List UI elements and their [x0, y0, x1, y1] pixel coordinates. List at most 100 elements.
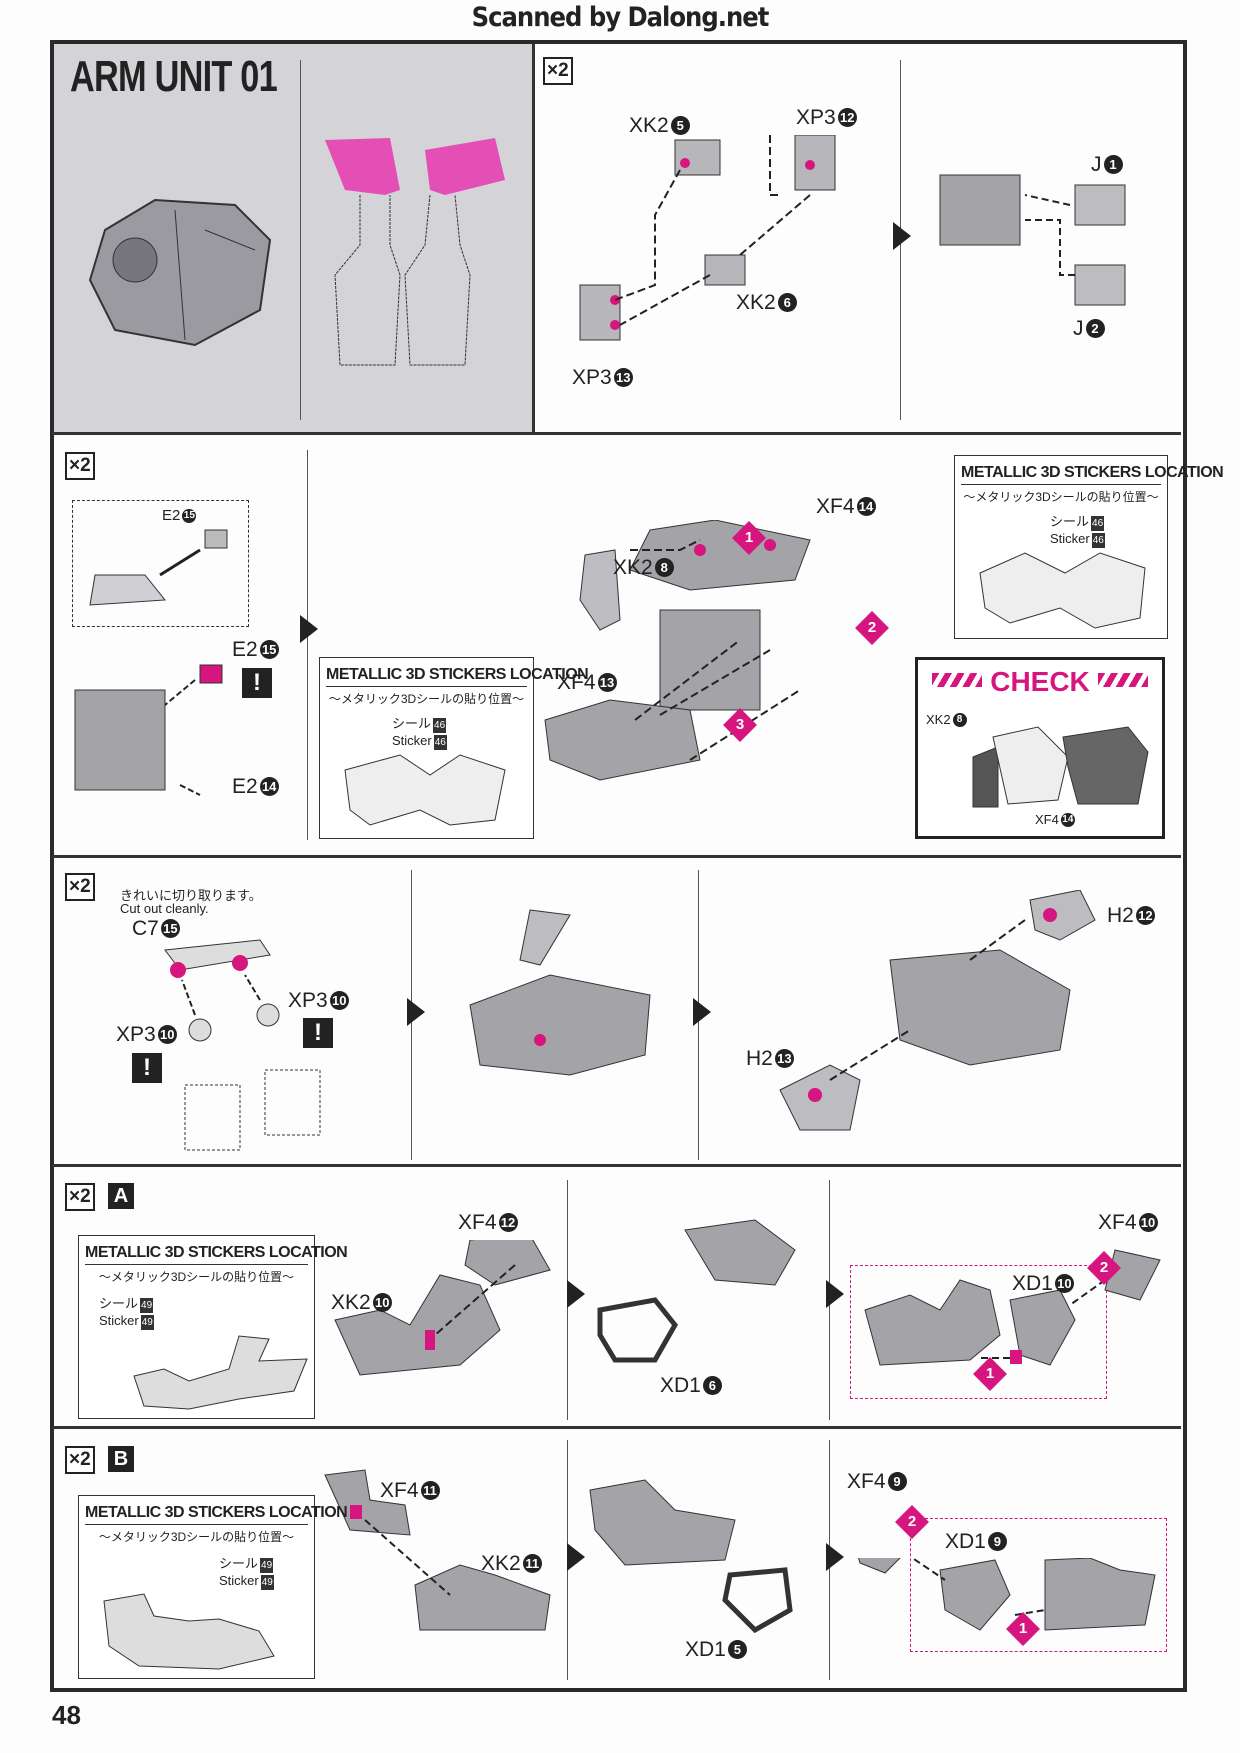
- row-divider: [52, 1164, 1181, 1167]
- assembly-diagram: [579, 135, 836, 341]
- stripe-decoration: [1097, 673, 1148, 687]
- step-marker: 1: [732, 521, 766, 555]
- next-step-arrow: [826, 1280, 844, 1308]
- xf4-xk2-diagram: [324, 1469, 551, 1631]
- sticker-location-box: METALLIC 3D STICKERS LOCATION 〜メタリック3Dシー…: [78, 1495, 348, 1679]
- step-marker: 1: [973, 1357, 1007, 1391]
- sticker-location-subtitle: 〜メタリック3Dシールの貼り位置〜: [328, 692, 525, 706]
- detail-inset: [910, 1518, 1167, 1652]
- row-divider: [52, 855, 1181, 858]
- sticker-location-box: METALLIC 3D STICKERS LOCATION 〜メタリック3Dシー…: [954, 455, 1224, 639]
- quantity-badge: ×2: [65, 452, 95, 480]
- check-illustration: [972, 726, 1149, 808]
- caution-icon: !: [132, 1053, 162, 1083]
- variant-badge: B: [108, 1446, 134, 1472]
- xd1-diagram: [589, 1479, 793, 1634]
- final-assembly-diagram: [864, 1249, 1161, 1366]
- next-step-arrow: [826, 1543, 844, 1571]
- step-marker: 3: [723, 708, 757, 742]
- row-divider: [52, 1426, 1181, 1429]
- next-step-arrow: [300, 615, 318, 643]
- final-assembly-diagram: [858, 1558, 1156, 1631]
- step-marker: 1: [1006, 1612, 1040, 1646]
- sticker-location-box: METALLIC 3D STICKERS LOCATION 〜メタリック3Dシー…: [319, 657, 589, 839]
- page-frame: [50, 40, 1187, 1692]
- stripe-decoration: [932, 673, 983, 687]
- row-divider: [52, 432, 1181, 435]
- assembly-result: [469, 909, 651, 1076]
- variant-badge: A: [108, 1183, 134, 1209]
- sticker-location-subtitle: 〜メタリック3Dシールの貼り位置〜: [963, 490, 1159, 504]
- next-step-arrow: [567, 1543, 585, 1571]
- scan-credit: Scanned by Dalong.net: [471, 2, 770, 33]
- sticker-location-title: METALLIC 3D STICKERS LOCATION: [961, 464, 1224, 485]
- assembly-result: [939, 174, 1126, 306]
- quantity-badge: ×2: [65, 1446, 95, 1474]
- xk2-xf4-diagram: [334, 1240, 551, 1376]
- next-step-arrow: [893, 222, 911, 250]
- h2-assembly-diagram: [779, 890, 1096, 1131]
- part-illustration: [103, 1593, 275, 1670]
- caution-icon: !: [242, 668, 272, 698]
- sticker-sheet-illustration: [325, 138, 505, 366]
- sticker-location-title: METALLIC 3D STICKERS LOCATION: [326, 666, 589, 687]
- panel-divider: [300, 60, 301, 420]
- panel-divider: [307, 450, 308, 840]
- sticker-location-subtitle: 〜メタリック3Dシールの貼り位置〜: [98, 1530, 295, 1544]
- page-number: 48: [52, 1700, 81, 1730]
- sticker-location-box: METALLIC 3D STICKERS LOCATION 〜メタリック3Dシー…: [78, 1235, 348, 1419]
- next-step-arrow: [407, 998, 425, 1026]
- part-illustration: [979, 552, 1146, 629]
- next-step-arrow: [693, 998, 711, 1026]
- e2-assembly-diagram: [74, 529, 228, 796]
- part-illustration: [133, 1335, 308, 1410]
- step-marker: 2: [1087, 1251, 1121, 1285]
- arm-assembly-diagram: [544, 520, 811, 781]
- detail-inset: [850, 1265, 1107, 1399]
- arm-unit-illustration: [88, 198, 272, 347]
- part-illustration: [344, 754, 506, 826]
- step-marker: 2: [895, 1505, 929, 1539]
- quantity-badge: ×2: [543, 57, 573, 85]
- sticker-location-subtitle: 〜メタリック3Dシールの貼り位置〜: [98, 1270, 295, 1284]
- caution-icon: !: [303, 1018, 333, 1048]
- quantity-badge: ×2: [65, 873, 95, 901]
- quantity-badge: ×2: [65, 1183, 95, 1211]
- note-jp: きれいに切り取ります。: [120, 888, 262, 903]
- check-title: CHECK: [918, 666, 1162, 698]
- xd1-diagram: [597, 1219, 796, 1363]
- sticker-location-title: METALLIC 3D STICKERS LOCATION: [85, 1244, 348, 1265]
